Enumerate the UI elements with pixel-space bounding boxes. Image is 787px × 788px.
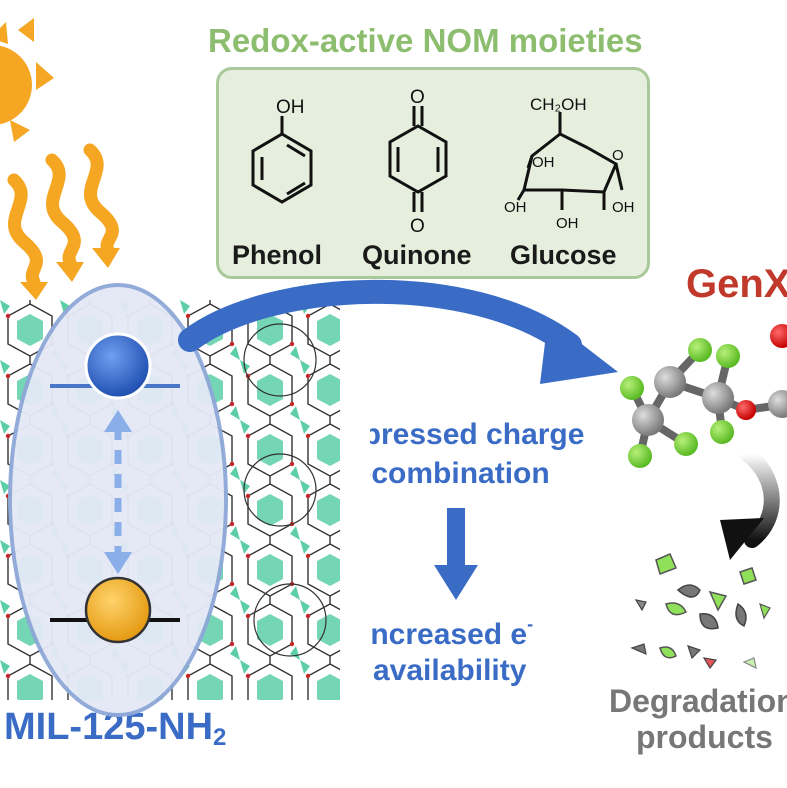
transfer-arrow-icon — [178, 279, 618, 384]
phenol-group-label: OH — [276, 97, 305, 118]
phenol-label: Phenol — [232, 240, 323, 270]
quinone-structure-icon — [388, 106, 448, 212]
genx-label: GenX — [686, 262, 787, 306]
products-text: products — [636, 719, 773, 755]
quinone-bottom-oxygen: O — [410, 216, 425, 237]
degradation-fragments-icon — [630, 553, 771, 670]
degradation-text: Degradation — [609, 683, 787, 719]
glucose-label: Glucose — [510, 240, 617, 270]
phenol-structure-icon — [251, 116, 313, 204]
genx-molecule-icon — [620, 324, 787, 468]
increased-e-text: Increased e- — [362, 614, 534, 651]
glucose-oh-3: OH — [556, 215, 579, 232]
availability-text: availability — [373, 654, 527, 687]
glucose-structure-icon — [516, 112, 624, 210]
electron-icon — [84, 332, 152, 400]
quinone-label: Quinone — [362, 240, 472, 270]
hole-icon — [84, 576, 152, 644]
glucose-ch2oh-label: CH₂OH — [530, 95, 587, 114]
down-arrow-icon — [434, 508, 478, 600]
sun-icon — [0, 18, 54, 142]
light-arrowhead-icon — [56, 262, 84, 282]
recombination-text: recombination — [343, 457, 550, 490]
glucose-oh-4: OH — [612, 199, 635, 216]
light-waves-icon — [7, 143, 119, 289]
recombination-arrow-icon — [104, 410, 132, 574]
mof-fade — [340, 300, 370, 700]
light-arrowhead-icon — [20, 282, 48, 300]
glucose-oh-1: OH — [532, 154, 555, 171]
glucose-ring-oxygen: O — [612, 147, 624, 164]
nom-title: Redox-active NOM moieties — [208, 22, 643, 59]
glucose-oh-2: OH — [504, 199, 527, 216]
nom-moieties-panel — [216, 67, 650, 279]
quinone-top-oxygen: O — [410, 87, 425, 108]
degradation-arrow-icon — [720, 446, 780, 560]
light-arrowhead-icon — [92, 248, 120, 268]
